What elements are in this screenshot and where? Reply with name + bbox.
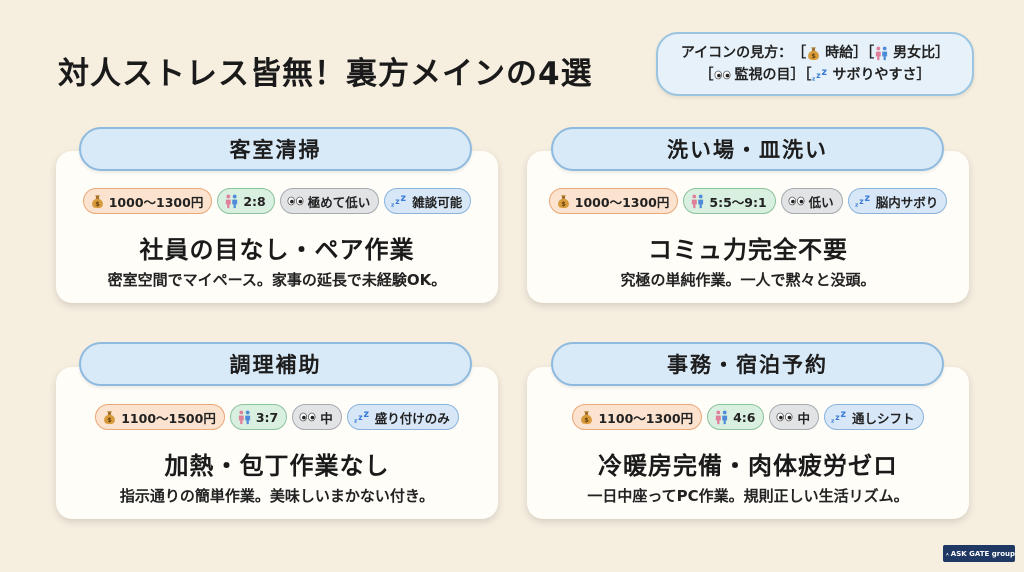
money-bag-icon [90, 194, 105, 209]
icon-legend: アイコンの見方： ［ 時給 ］［ 男女比 ］ ［ 監視の目 ］［ サボりやすさ … [656, 32, 974, 96]
slack-ease-badge: 盛り付けのみ [346, 404, 459, 430]
card-title: 客室清掃 [79, 127, 472, 171]
page-title: 対人ストレス皆無！裏方メインの4選 [58, 56, 593, 92]
card-description: 究極の単純作業。一人で黙々と没頭。 [620, 271, 876, 289]
card-description: 一日中座ってPC作業。規則正しい生活リズム。 [587, 487, 909, 505]
gender-icon [690, 194, 705, 209]
wage-badge: 1000〜1300円 [82, 188, 213, 214]
eyes-icon [299, 411, 316, 423]
wage-badge: 1100〜1500円 [95, 404, 225, 430]
job-card: 1000〜1300円 5:5〜9:1 低い 脳内サボり コミュ力完全不要 究極の… [527, 151, 969, 303]
badge-row: 1100〜1500円 3:7 中 盛り付けのみ [56, 404, 498, 430]
zzz-icon [812, 68, 829, 82]
badge-row: 1100〜1300円 4:6 中 通しシフト [527, 404, 969, 430]
watch-level-badge: 中 [292, 404, 342, 430]
zzz-icon [831, 410, 848, 424]
legend-item-watch: 監視の目 [734, 67, 791, 83]
card-headline: 冷暖房完備・肉体疲労ゼロ [598, 452, 898, 480]
card-title: 事務・宿泊予約 [551, 342, 944, 386]
zzz-icon [391, 194, 408, 208]
legend-item-ratio: 男女比 [893, 45, 936, 61]
company-logo: ASK GATE group [943, 545, 1015, 562]
legend-item-slack: サボりやすさ [832, 67, 917, 83]
money-bag-icon [102, 410, 117, 425]
card-title: 調理補助 [79, 342, 472, 386]
zzz-icon [354, 410, 371, 424]
money-bag-icon [579, 410, 594, 425]
gender-ratio-badge: 4:6 [707, 404, 765, 430]
job-card: 1000〜1300円 2:8 極めて低い 雑談可能 社員の目なし・ペア作業 密室… [56, 151, 498, 303]
money-bag-icon [556, 194, 571, 209]
card-description: 密室空間でマイペース。家事の延長で未経験OK。 [107, 271, 447, 289]
watch-level-badge: 極めて低い [279, 188, 380, 214]
job-card: 1100〜1300円 4:6 中 通しシフト 冷暖房完備・肉体疲労ゼロ 一日中座… [527, 367, 969, 519]
gender-ratio-badge: 5:5〜9:1 [683, 188, 776, 214]
job-card: 1100〜1500円 3:7 中 盛り付けのみ 加熱・包丁作業なし 指示通りの簡… [56, 367, 498, 519]
gender-icon [237, 410, 252, 425]
legend-prefix: アイコンの見方： [680, 45, 793, 61]
watch-level-badge: 低い [780, 188, 843, 214]
eyes-icon [287, 195, 304, 207]
legend-item-wage: 時給 [825, 45, 854, 61]
slack-ease-badge: 雑談可能 [384, 188, 472, 214]
card-description: 指示通りの簡単作業。美味しいまかない付き。 [119, 487, 435, 505]
card-headline: 加熱・包丁作業なし [164, 452, 390, 480]
badge-row: 1000〜1300円 5:5〜9:1 低い 脳内サボり [527, 188, 969, 214]
gender-ratio-badge: 3:7 [229, 404, 288, 430]
eyes-icon [788, 195, 805, 207]
zzz-icon [855, 194, 872, 208]
wage-badge: 1000〜1300円 [548, 188, 679, 214]
card-title: 洗い場・皿洗い [551, 127, 944, 171]
watch-level-badge: 中 [769, 404, 819, 430]
badge-row: 1000〜1300円 2:8 極めて低い 雑談可能 [56, 188, 498, 214]
gender-icon [224, 194, 239, 209]
gender-icon [874, 46, 889, 61]
money-bag-icon [806, 46, 821, 61]
eyes-icon [714, 69, 731, 81]
card-headline: 社員の目なし・ペア作業 [139, 236, 415, 264]
eyes-icon [776, 411, 793, 423]
logo-text: ASK GATE group [950, 549, 1015, 558]
slack-ease-badge: 通しシフト [824, 404, 924, 430]
gender-ratio-badge: 2:8 [217, 188, 275, 214]
gender-icon [714, 410, 729, 425]
slack-ease-badge: 脳内サボり [847, 188, 948, 214]
card-headline: コミュ力完全不要 [648, 236, 848, 264]
wage-badge: 1100〜1300円 [572, 404, 703, 430]
logo-mark-icon [946, 552, 949, 555]
